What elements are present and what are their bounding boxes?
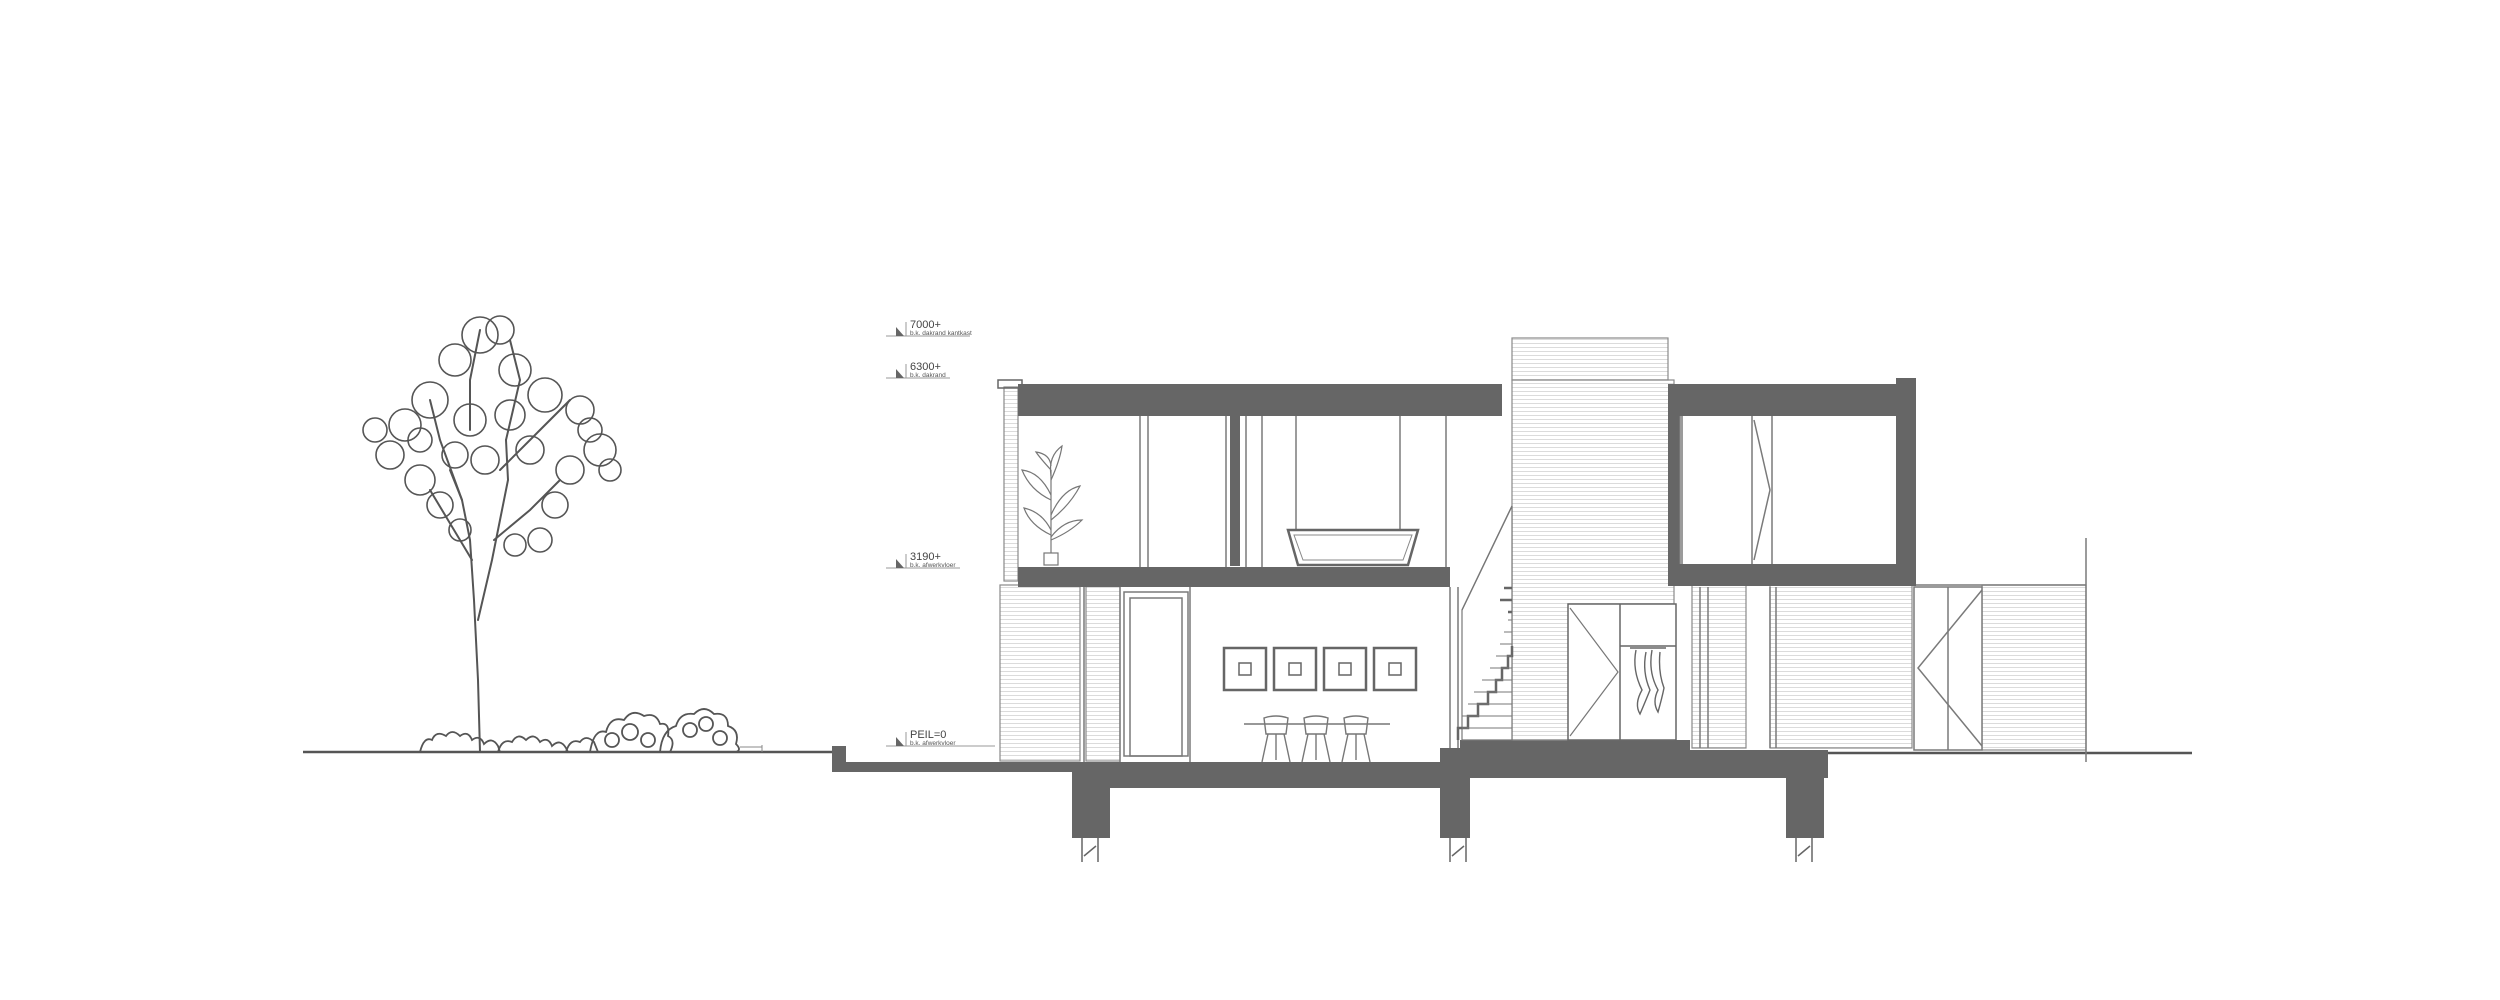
foundation — [832, 740, 1828, 862]
picture-frames — [1222, 646, 1418, 692]
wall-cladding — [1769, 584, 1913, 749]
level-markers: 7000+ b.k. dakrand kantkast 6300+ b.k. d… — [886, 319, 995, 747]
wall-cladding-left — [999, 584, 1081, 762]
level-value: 7000+ — [910, 319, 941, 331]
chair-icon — [1341, 715, 1371, 763]
level-marker-3190: 3190+ b.k. afwerkvloer — [886, 551, 960, 569]
ground-line — [303, 750, 2192, 755]
floor-slab-first — [1018, 567, 1450, 587]
column — [1230, 416, 1240, 566]
level-value: 3190+ — [910, 551, 941, 563]
level-label: b.k. dakrand kantkast — [910, 330, 972, 337]
picture-frame-icon — [1322, 646, 1368, 692]
level-marker-0: PEIL=0 b.k. afwerkvloer — [886, 729, 995, 747]
level-marker-7000: 7000+ b.k. dakrand kantkast — [886, 319, 972, 337]
wall-cladding — [1691, 584, 1747, 749]
level-marker-6300: 6300+ b.k. dakrand — [886, 361, 950, 379]
level-marker-icon — [886, 732, 995, 747]
dining-set — [1244, 715, 1390, 763]
picture-frame-icon — [1372, 646, 1418, 692]
level-label: b.k. afwerkvloer — [910, 740, 956, 747]
plant-icon — [1021, 444, 1084, 566]
chair-icon — [1261, 715, 1291, 763]
roof-slab-left — [1018, 384, 1502, 416]
level-marker-icon — [886, 322, 970, 337]
chair-icon — [1301, 715, 1331, 763]
level-value: 6300+ — [910, 361, 941, 373]
roof-skylight — [1511, 337, 1669, 381]
hanging-clothes-icon — [1630, 647, 1666, 716]
parapet-left — [1003, 386, 1019, 582]
shrub-icon — [419, 708, 740, 753]
staircase — [1456, 505, 1514, 741]
level-label: b.k. dakrand — [910, 372, 946, 379]
wall-right-box — [1668, 384, 1680, 586]
building — [832, 337, 2087, 862]
wardrobe — [1567, 603, 1677, 741]
wall-cladding — [1085, 584, 1121, 762]
level-value: PEIL=0 — [910, 729, 946, 741]
wall-right — [1896, 378, 1916, 586]
picture-frame-icon — [1222, 646, 1268, 692]
level-marker-icon — [886, 554, 960, 569]
floor-slab-right — [1668, 564, 1916, 586]
wall-cladding-right — [1981, 584, 2087, 751]
bathtub — [1286, 528, 1420, 567]
level-marker-icon — [886, 364, 950, 379]
tree-icon — [362, 315, 622, 753]
level-label: b.k. afwerkvloer — [910, 562, 956, 569]
roof-slab-right — [1668, 384, 1916, 416]
picture-frame-icon — [1272, 646, 1318, 692]
